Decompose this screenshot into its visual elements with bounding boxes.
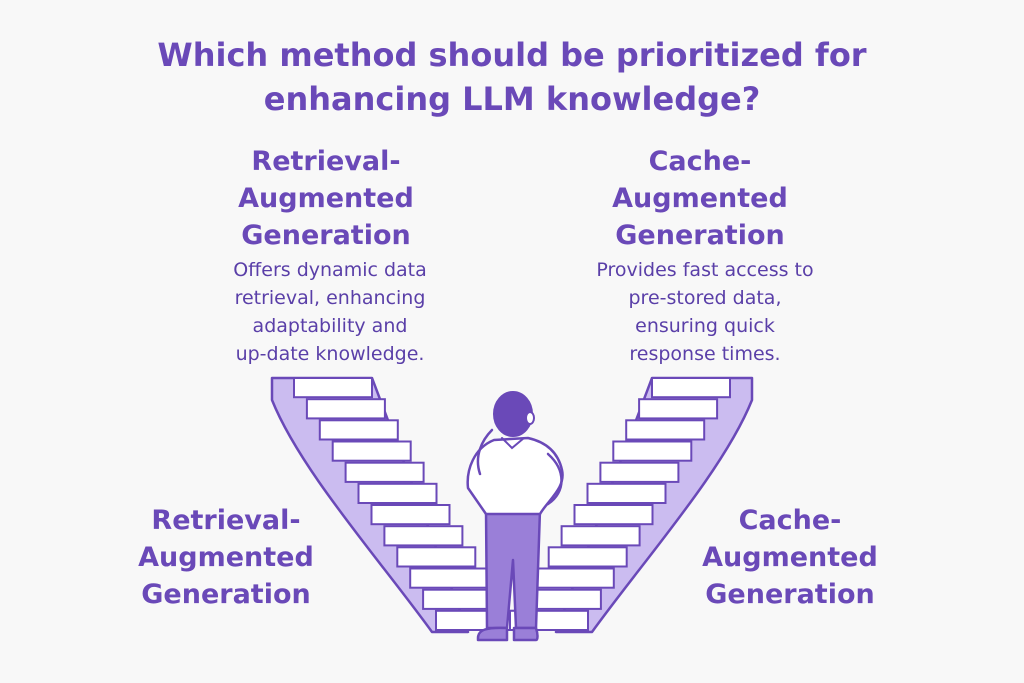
rag-description: Offers dynamic data retrieval, enhancing… [190,256,470,368]
cag-bottom-line-1: Cache- [738,505,842,536]
rag-desc-line-4: up-date knowledge. [235,343,425,365]
cag-desc-line-1: Provides fast access to [596,259,814,281]
person-right-shoe [512,626,539,642]
left-step [409,567,490,589]
cag-top-line-3: Generation [615,220,785,251]
left-step [344,461,425,483]
person-figure [466,391,564,642]
right-step [547,546,628,568]
person-ear [525,411,535,425]
left-step [318,419,399,441]
right-step [586,482,667,504]
right-step [599,461,680,483]
cag-top-line-2: Augmented [612,183,788,214]
rag-bottom-label: Retrieval- Augmented Generation [106,502,346,613]
right-step [651,377,731,399]
rag-top-line-3: Generation [241,220,411,251]
right-steps [509,377,731,631]
left-step [305,398,386,420]
cag-top-line-1: Cache- [648,146,752,177]
rag-bottom-line-1: Retrieval- [151,505,301,536]
rag-top-heading: Retrieval- Augmented Generation [206,143,446,254]
cag-bottom-line-3: Generation [705,579,875,610]
cag-bottom-label: Cache- Augmented Generation [670,502,910,613]
right-step [560,525,641,547]
person-left-arm [476,428,494,476]
right-step [638,398,719,420]
cag-desc-line-4: response times. [629,343,781,365]
rag-top-line-1: Retrieval- [251,146,401,177]
left-step [396,546,477,568]
page-title: Which method should be prioritized for e… [92,33,932,121]
cag-desc-line-2: pre-stored data, [628,287,782,309]
left-step [357,482,438,504]
person-left-shoe [476,626,509,642]
rag-bottom-line-3: Generation [141,579,311,610]
title-line-1: Which method should be prioritized for [157,36,867,74]
left-steps [293,377,515,631]
right-step [612,440,693,462]
rag-desc-line-1: Offers dynamic data [233,259,427,281]
right-step [534,567,615,589]
rag-desc-line-3: adaptability and [252,315,408,337]
rag-desc-line-2: retrieval, enhancing [234,287,426,309]
person-right-arm [546,452,563,506]
cag-desc-line-3: ensuring quick [635,315,775,337]
cag-description: Provides fast access to pre-stored data,… [555,256,855,368]
left-step [331,440,412,462]
person-shirt [466,436,564,516]
right-step [625,419,706,441]
cag-bottom-line-2: Augmented [702,542,878,573]
person-collar [501,437,525,450]
cag-top-heading: Cache- Augmented Generation [580,143,820,254]
left-step [293,377,373,399]
rag-top-line-2: Augmented [238,183,414,214]
rag-bottom-line-2: Augmented [138,542,314,573]
right-step [573,504,654,526]
left-step [383,525,464,547]
title-line-2: enhancing LLM knowledge? [263,80,761,118]
left-step [370,504,451,526]
